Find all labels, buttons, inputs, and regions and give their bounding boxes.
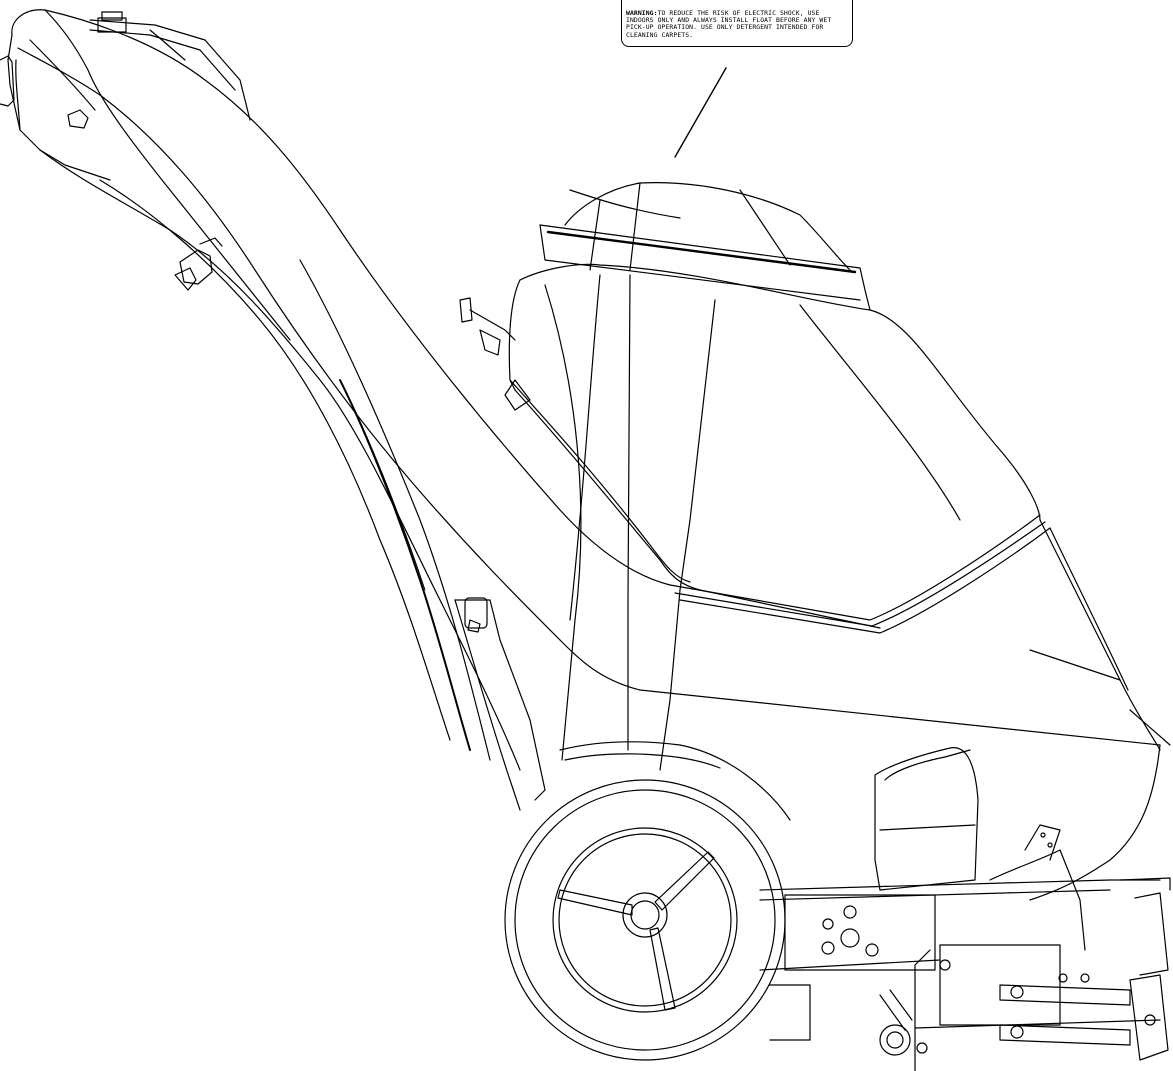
label-leader-line <box>674 67 727 158</box>
handle <box>0 9 671 771</box>
rear-wheel <box>504 741 791 1061</box>
chassis <box>759 747 1171 1071</box>
solution-tank <box>454 182 1171 901</box>
warning-label: WARNING:TO REDUCE THE RISK OF ELECTRIC S… <box>621 0 853 47</box>
warning-body: TO REDUCE THE RISK OF ELECTRIC SHOCK, US… <box>626 9 832 39</box>
warning-heading: WARNING: <box>626 9 658 17</box>
warning-label-text: WARNING:TO REDUCE THE RISK OF ELECTRIC S… <box>626 9 850 39</box>
